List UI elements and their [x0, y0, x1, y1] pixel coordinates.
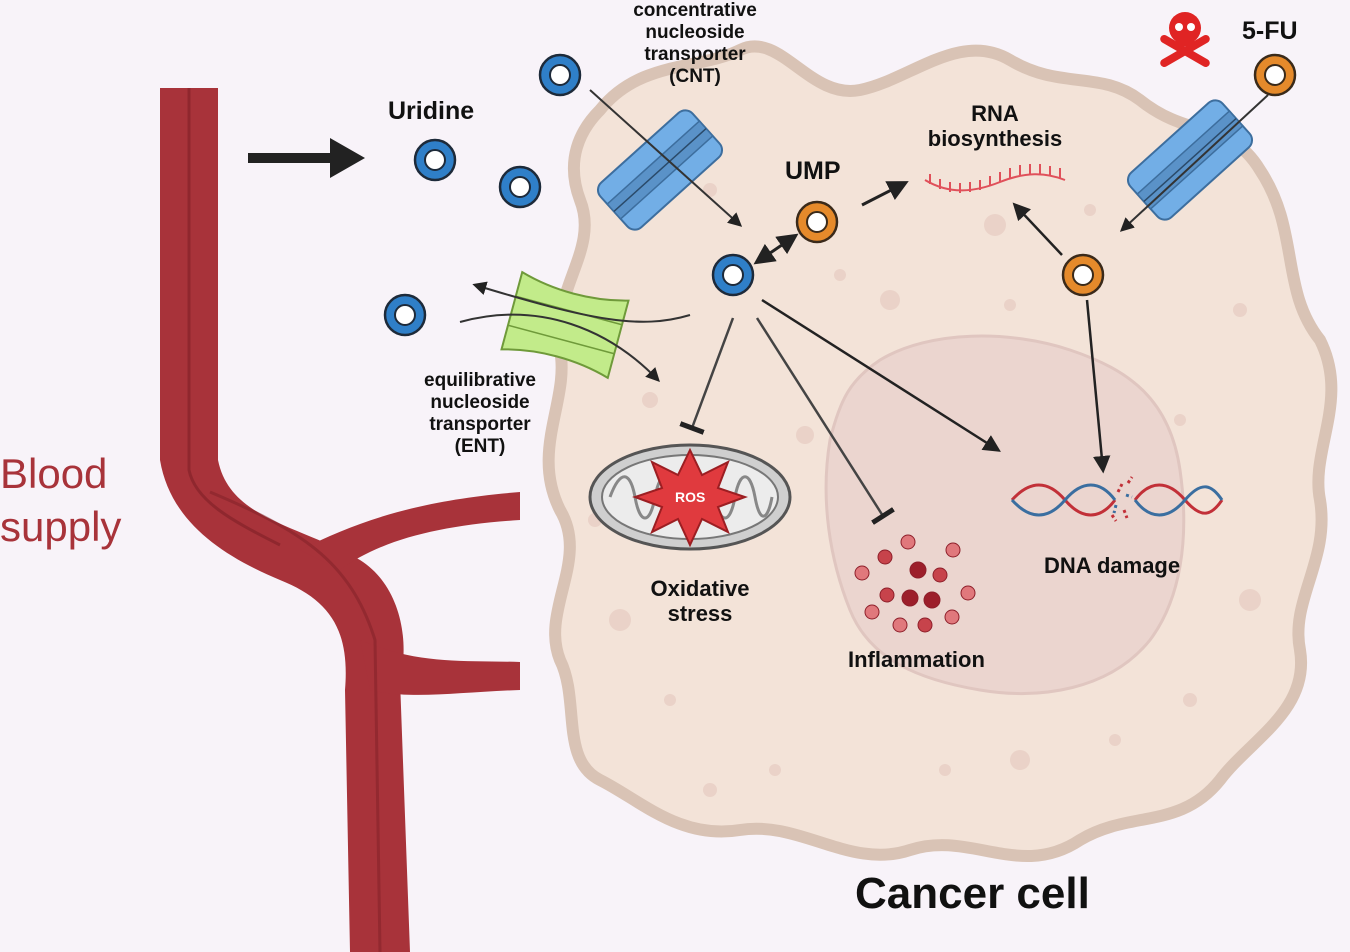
rna-biosynthesis-label: RNA biosynthesis	[927, 101, 1063, 152]
cnt-transport-path	[589, 89, 743, 227]
oxidative-stress-label: Oxidative stress	[650, 576, 750, 627]
uridine-molecule-icon	[498, 165, 542, 209]
5fu-label: 5-FU	[1242, 17, 1298, 45]
inhibit-inflammation-line	[755, 317, 895, 525]
uridine-molecule-icon	[711, 253, 755, 297]
5fu-transport-path	[1119, 94, 1269, 232]
5fu-rna-arrow	[1012, 202, 1063, 256]
uridine-dna-arrow	[761, 298, 1001, 452]
cnt-label: concentrative nucleoside transporter (CN…	[633, 0, 757, 87]
dna-double-helix-icon	[1010, 476, 1224, 522]
ent-label: equilibrative nucleoside transporter (EN…	[424, 370, 536, 457]
ros-burst-icon	[631, 447, 749, 548]
skull-crossbones-icon	[1160, 12, 1210, 67]
5fu-dna-arrow	[1085, 299, 1111, 474]
dna-damage-label: DNA damage	[1044, 553, 1181, 578]
supply-arrowhead	[330, 138, 365, 178]
cancer-cell-title: Cancer cell	[855, 869, 1090, 918]
ent-influx-path	[459, 313, 660, 383]
nucleus	[824, 334, 1186, 695]
ros-label: ROS	[675, 489, 706, 505]
cnt-channel-icon	[596, 109, 724, 231]
uridine-molecule-icon	[383, 293, 427, 337]
uridine-molecule-icon	[538, 53, 582, 97]
5fu-intracellular-molecule-icon	[1061, 253, 1105, 297]
inhibit-oxidative-line	[679, 317, 735, 435]
uridine-label: Uridine	[388, 97, 475, 125]
ent-efflux-path	[472, 281, 691, 323]
ump-molecule-icon	[795, 200, 839, 244]
rna-strand-icon	[924, 164, 1066, 193]
inflammation-label: Inflammation	[848, 647, 985, 672]
blood-vessel-icon	[160, 88, 520, 952]
ump-rna-arrow	[861, 181, 909, 207]
ump-label: UMP	[785, 157, 841, 185]
uridine-ump-arrow	[753, 233, 799, 265]
uridine-molecule-icon	[413, 138, 457, 182]
blood-supply-label: Blood supply	[0, 450, 122, 550]
cnt-channel-5fu-icon	[1126, 99, 1254, 221]
5fu-molecule-icon	[1253, 53, 1297, 97]
inflammation-particles-icon	[854, 534, 976, 633]
